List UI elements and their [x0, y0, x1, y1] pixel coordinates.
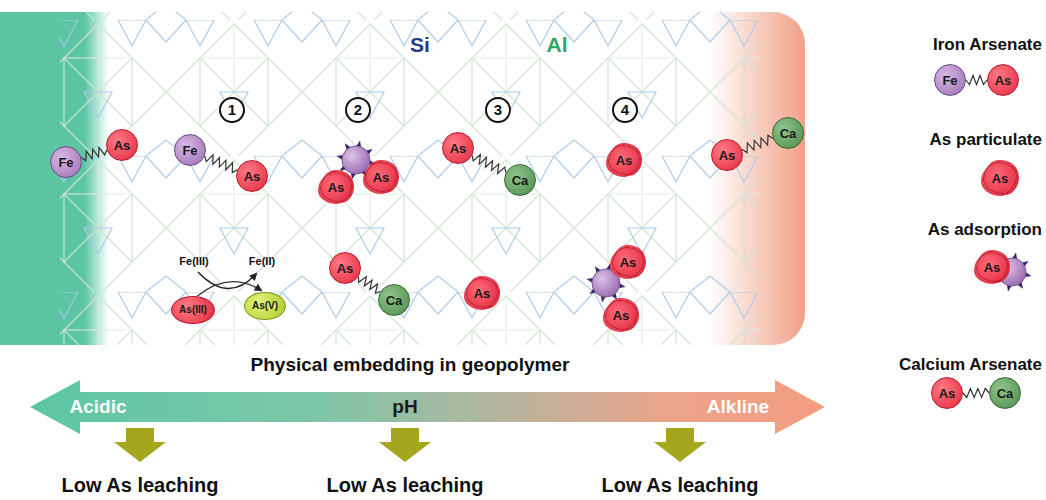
bond-line — [81, 147, 106, 160]
callout-number: 4 — [612, 97, 638, 123]
node-text: As — [616, 154, 633, 167]
node-text: As — [474, 287, 491, 300]
iron-circle: Fe — [934, 64, 966, 96]
arsenic-particulate: As — [605, 300, 637, 330]
calcium-circle: Ca — [378, 284, 410, 316]
legend-text: Calcium Arsenate — [899, 355, 1042, 375]
bond-line — [963, 389, 989, 398]
bond-line — [472, 155, 506, 174]
calcium-circle: Ca — [772, 117, 804, 149]
arsenic-circle: As — [236, 160, 268, 192]
node-text: Ca — [386, 294, 403, 307]
node-text: As(V) — [252, 301, 278, 311]
redox-arrow — [198, 272, 256, 289]
arsenic-particulate: As — [320, 172, 352, 202]
text-label: pH — [392, 397, 417, 418]
lattice-texture — [60, 12, 760, 345]
arsenic-circle: As — [987, 64, 1019, 96]
calcium-circle: Ca — [504, 164, 536, 196]
legend-text: As particulate — [930, 130, 1042, 150]
node-text: Ca — [997, 387, 1014, 400]
node-text: As — [450, 142, 467, 155]
arsenic-particulate: As — [612, 247, 644, 277]
node-text: As — [995, 74, 1012, 87]
node-text: As — [244, 170, 261, 183]
text-label: Physical embedding in geopolymer — [251, 355, 570, 376]
bond-line — [742, 135, 773, 152]
legend-text: Iron Arsenate — [933, 35, 1042, 55]
arsenic-particulate: As — [608, 145, 640, 175]
arsenic-particulate: As — [983, 162, 1017, 194]
node-text: As — [939, 387, 956, 400]
text-label: Si — [410, 33, 430, 56]
text-label: Alkline — [707, 397, 769, 418]
arsenic-circle: As — [931, 377, 963, 409]
node-text: As(III) — [179, 305, 207, 315]
arsenic-particulate: As — [976, 252, 1008, 282]
bond-line — [205, 155, 237, 173]
text-label: Low As leaching — [326, 474, 483, 496]
arsenic-circle: As — [442, 132, 474, 164]
arsenic-particulate: As — [365, 162, 397, 192]
bond-line — [966, 76, 987, 85]
text-label: Low As leaching — [601, 474, 758, 496]
node-text: As — [613, 309, 630, 322]
arsenic-circle: As — [329, 252, 361, 284]
arsenic-circle: As — [106, 129, 138, 161]
callout-number: 3 — [485, 97, 511, 123]
node-text: Ca — [780, 127, 797, 140]
down-arrow — [379, 428, 431, 462]
arsenite-circle: As(III) — [171, 296, 215, 324]
node-text: As — [984, 261, 1001, 274]
callout-number: 2 — [345, 97, 371, 123]
iron-circle: Fe — [174, 134, 206, 166]
node-text: As — [337, 262, 354, 275]
node-text: As — [719, 149, 736, 162]
legend-text: As adsorption — [928, 220, 1042, 240]
text-label: Acidic — [69, 397, 126, 418]
geopolymer-panel — [0, 12, 805, 345]
calcium-circle: Ca — [989, 377, 1021, 409]
node-text: Fe — [942, 74, 957, 87]
node-text: As — [328, 181, 345, 194]
text-label: Low As leaching — [61, 474, 218, 496]
down-arrow — [654, 428, 706, 462]
text-label: Al — [547, 33, 568, 56]
particle-core — [592, 269, 620, 297]
arsenic-particulate: As — [466, 278, 498, 308]
node-text: Ca — [512, 174, 529, 187]
text-label: Fe(III) — [179, 255, 208, 267]
down-arrow — [114, 428, 166, 462]
arsenate-circle: As(V) — [244, 292, 286, 320]
ph-arrow — [30, 380, 825, 434]
arsenic-circle: As — [711, 139, 743, 171]
node-text: Fe — [182, 144, 197, 157]
node-text: Fe — [58, 156, 73, 169]
bond-line — [358, 277, 380, 294]
text-label: Fe(II) — [249, 255, 275, 267]
iron-circle: Fe — [50, 146, 82, 178]
node-text: As — [620, 256, 637, 269]
node-text: As — [114, 139, 131, 152]
node-text: As — [992, 172, 1009, 185]
node-text: As — [373, 171, 390, 184]
callout-number: 1 — [219, 97, 245, 123]
